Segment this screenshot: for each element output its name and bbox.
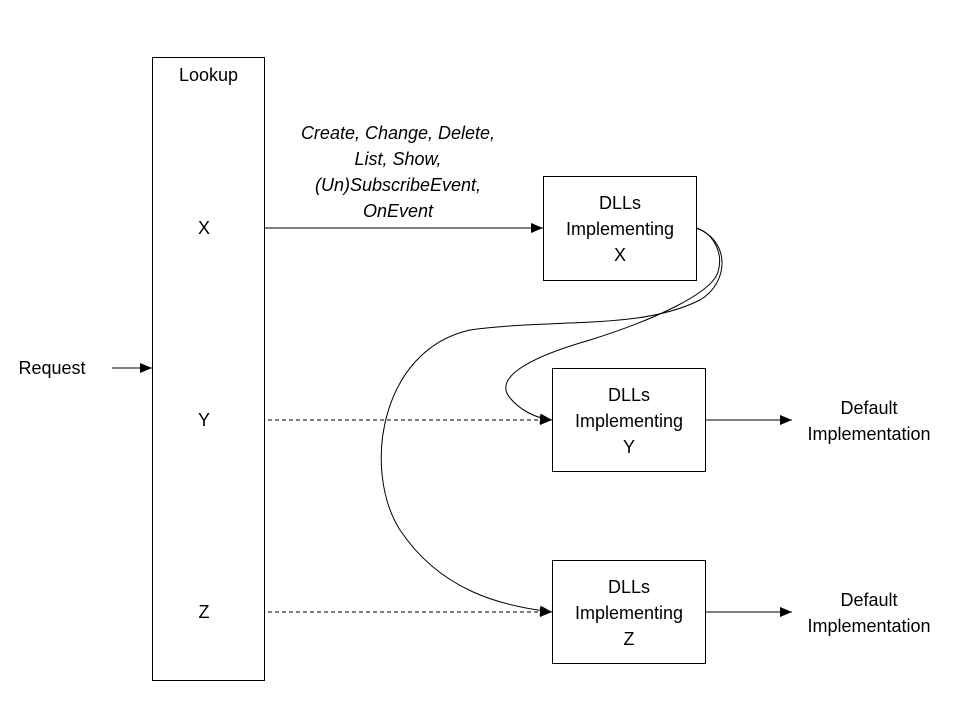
request-label: Request xyxy=(18,358,86,378)
dll-box-line: Implementing xyxy=(574,603,684,623)
dll-box-line: Y xyxy=(622,437,635,457)
dll-box-y: DLLs Implementing Y xyxy=(552,368,706,472)
dll-box-z-text: DLLs Implementing Z xyxy=(553,574,705,652)
default-impl-line: Implementation xyxy=(807,616,931,636)
lookup-entry-y: Y xyxy=(197,410,210,430)
lookup-entry-x: X xyxy=(197,218,210,238)
operation-line: (Un)SubscribeEvent, xyxy=(314,175,482,195)
default-implementation-z: Default Implementation xyxy=(794,587,944,639)
dll-box-line: Implementing xyxy=(565,219,675,239)
dll-box-line: X xyxy=(613,245,626,265)
default-impl-line: Implementation xyxy=(807,424,931,444)
operation-line: List, Show, xyxy=(354,149,442,169)
default-impl-line: Default xyxy=(840,590,898,610)
dll-box-x-text: DLLs Implementing X xyxy=(544,190,696,268)
dll-box-x: DLLs Implementing X xyxy=(543,176,697,281)
operation-line: Create, Change, Delete, xyxy=(300,123,496,143)
dll-box-line: DLLs xyxy=(607,577,651,597)
operation-line: OnEvent xyxy=(362,201,434,221)
dll-box-line: DLLs xyxy=(607,385,651,405)
lookup-title: Lookup xyxy=(178,65,239,85)
dll-box-line: Z xyxy=(623,629,635,649)
dll-box-line: Implementing xyxy=(574,411,684,431)
curve-dll-x-to-dll-y xyxy=(505,227,720,424)
lookup-entry-z: Z xyxy=(198,602,210,622)
lookup-table xyxy=(152,57,265,681)
dll-box-line: DLLs xyxy=(598,193,642,213)
default-implementation-y: Default Implementation xyxy=(794,395,944,447)
dll-box-z: DLLs Implementing Z xyxy=(552,560,706,664)
curve-dll-x-to-dll-z xyxy=(380,227,723,616)
default-impl-line: Default xyxy=(840,398,898,418)
dll-box-y-text: DLLs Implementing Y xyxy=(553,382,705,460)
operations-annotation: Create, Change, Delete, List, Show, (Un)… xyxy=(268,120,528,224)
